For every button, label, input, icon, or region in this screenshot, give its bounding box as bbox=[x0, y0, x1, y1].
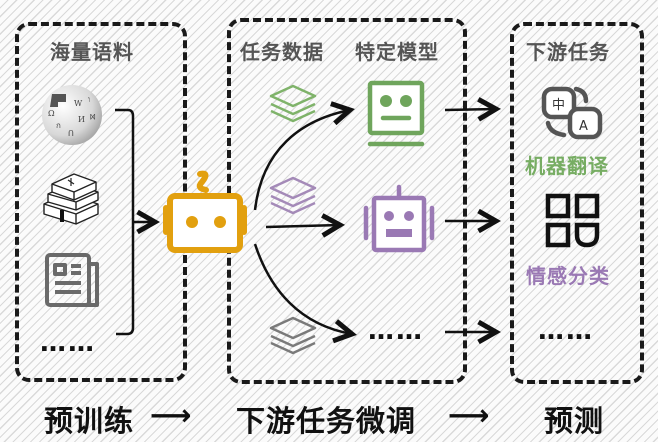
task-label-translation: 机器翻译 bbox=[525, 154, 609, 178]
arrow-to-task-1 bbox=[444, 109, 496, 110]
corpus-bracket-line bbox=[115, 108, 135, 336]
corpus-title: 海量语料 bbox=[50, 40, 134, 64]
task-data-title: 任务数据 bbox=[240, 40, 324, 64]
footer-arrow-1: ⟶ bbox=[150, 398, 193, 432]
corpus-more: …… bbox=[40, 328, 96, 358]
svg-text:Ω: Ω bbox=[48, 109, 55, 118]
category-grid-icon bbox=[545, 193, 600, 248]
downstream-title: 下游任务 bbox=[526, 40, 610, 64]
svg-text:ᑎ: ᑎ bbox=[68, 129, 74, 138]
svg-text:ก: ก bbox=[56, 121, 61, 130]
svg-text:ᢂ: ᢂ bbox=[90, 113, 96, 122]
books-icon bbox=[43, 173, 99, 225]
layers-icon-gray bbox=[269, 316, 317, 355]
task-label-sentiment: 情感分类 bbox=[526, 264, 610, 288]
translate-icon: 中 A bbox=[541, 86, 603, 140]
svg-text:ו: ו bbox=[88, 95, 90, 104]
downstream-tasks-panel bbox=[510, 22, 644, 384]
svg-text:W: W bbox=[74, 99, 83, 108]
svg-text:И: И bbox=[78, 115, 85, 124]
task-models-title: 特定模型 bbox=[355, 40, 439, 64]
base-model-robot-icon bbox=[163, 170, 247, 253]
newspaper-icon bbox=[45, 253, 99, 307]
footer-step-predict: 预测 bbox=[544, 404, 605, 438]
task-more: …… bbox=[538, 316, 594, 346]
footer-arrow-2: ⟶ bbox=[448, 398, 491, 432]
task-model-more: …… bbox=[368, 316, 424, 346]
layers-icon-purple bbox=[269, 176, 317, 215]
arrow-to-model-2 bbox=[265, 225, 340, 227]
arrow-to-model-more bbox=[253, 243, 352, 334]
svg-text:A: A bbox=[579, 119, 588, 134]
robot-antenna-icon-purple bbox=[363, 184, 435, 253]
footer-step-finetune: 下游任务微调 bbox=[236, 404, 417, 438]
footer-step-pretrain: 预训练 bbox=[44, 404, 135, 438]
layers-icon-green bbox=[269, 84, 317, 123]
svg-text:中: 中 bbox=[552, 98, 565, 113]
robot-face-icon-green bbox=[367, 80, 425, 147]
arrow-to-model-1 bbox=[253, 110, 350, 211]
